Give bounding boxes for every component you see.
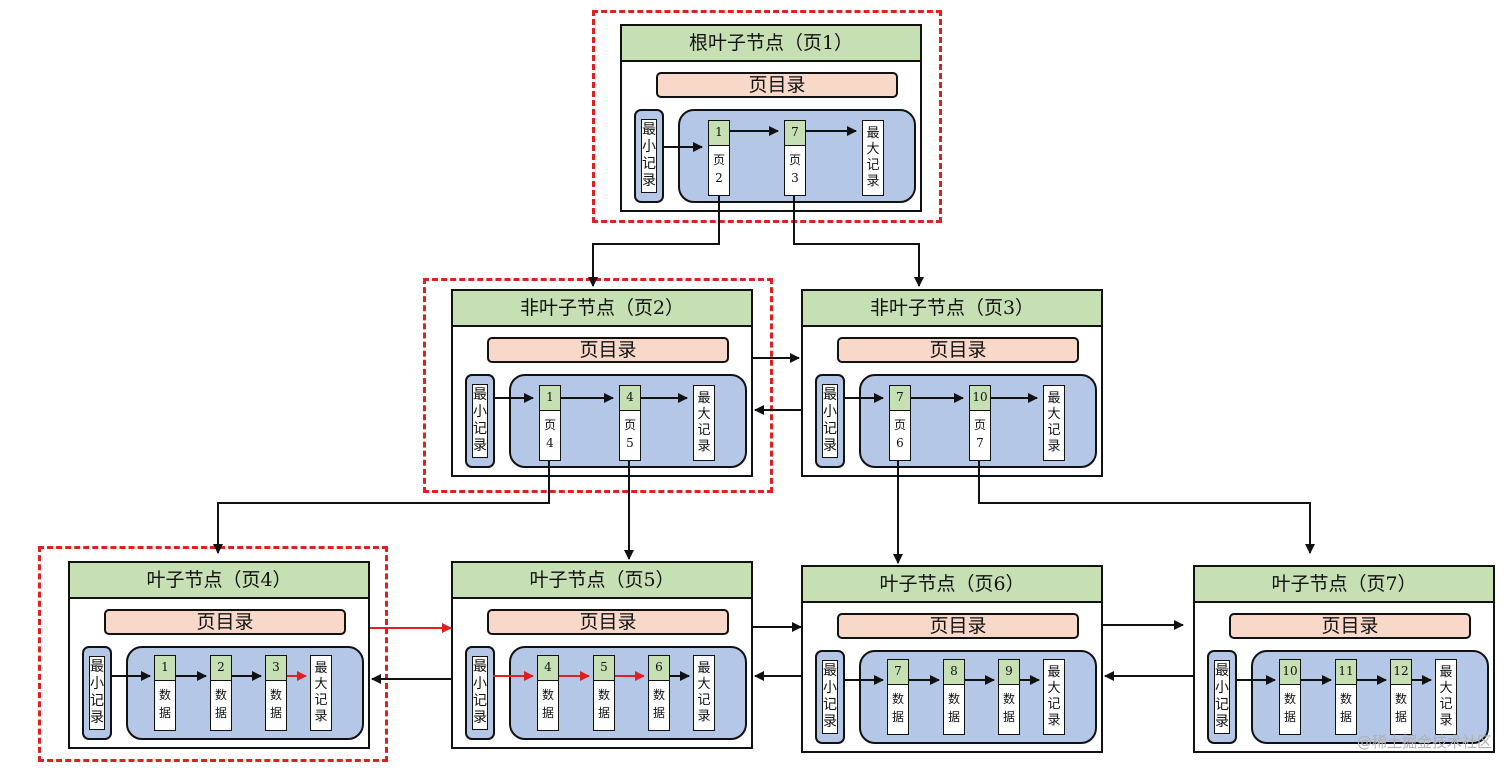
min-record: 最小记录 <box>815 650 845 744</box>
page-5: 叶子节点（页5） 页目录 最小记录 4 数据 5 数据 6 数据 最大记录 <box>451 561 753 749</box>
min-record: 最小记录 <box>815 374 845 468</box>
child-pointer-arrow <box>213 460 550 554</box>
data-record: 2 数据 <box>210 655 232 731</box>
data-record: 4 数据 <box>537 655 559 731</box>
max-record: 最大记录 <box>862 120 884 196</box>
max-record: 最大记录 <box>310 655 332 731</box>
data-record: 12 数据 <box>1390 659 1412 735</box>
data-record: 11 数据 <box>1335 659 1357 735</box>
max-record: 最大记录 <box>693 655 715 731</box>
page-6: 叶子节点（页6） 页目录 最小记录 7 数据 8 数据 9 数据 最大记录 <box>801 565 1103 753</box>
page-directory: 页目录 <box>487 337 729 363</box>
data-record: 3 数据 <box>265 655 287 731</box>
min-record: 最小记录 <box>465 374 495 468</box>
data-record: 9 数据 <box>998 659 1020 735</box>
max-record: 最大记录 <box>1435 659 1457 735</box>
data-record: 1 数据 <box>154 655 176 731</box>
page-directory: 页目录 <box>837 613 1079 639</box>
data-record: 8 数据 <box>943 659 965 735</box>
data-record: 10 数据 <box>1279 659 1301 735</box>
page-directory: 页目录 <box>487 609 729 635</box>
page-title: 叶子节点（页6） <box>803 567 1101 603</box>
page-directory: 页目录 <box>1229 613 1471 639</box>
page-directory: 页目录 <box>104 609 346 635</box>
page-title: 叶子节点（页7） <box>1195 567 1493 603</box>
max-record: 最大记录 <box>693 385 715 461</box>
page-title: 非叶子节点（页2） <box>453 291 751 327</box>
page-title: 非叶子节点（页3） <box>803 291 1101 327</box>
page-7: 叶子节点（页7） 页目录 最小记录 10 数据 11 数据 12 数据 最大记录 <box>1193 565 1495 753</box>
page-directory: 页目录 <box>837 337 1079 363</box>
min-record: 最小记录 <box>465 646 495 740</box>
page-4: 叶子节点（页4） 页目录 最小记录 1 数据 2 数据 3 数据 最大记录 <box>68 561 370 749</box>
highlight-box-page2 <box>423 278 773 493</box>
highlight-box-root <box>592 10 942 223</box>
page-title: 叶子节点（页5） <box>453 563 751 599</box>
data-record: 7 数据 <box>887 659 909 735</box>
data-record: 5 数据 <box>593 655 615 731</box>
child-pointer-arrow <box>978 460 1315 554</box>
page-title: 根叶子节点（页1） <box>622 26 920 62</box>
child-pointer-arrow <box>793 195 924 287</box>
page-title: 叶子节点（页4） <box>70 563 368 599</box>
min-record: 最小记录 <box>1207 650 1237 744</box>
data-record: 6 数据 <box>648 655 670 731</box>
max-record: 最大记录 <box>1043 659 1065 735</box>
min-record: 最小记录 <box>634 109 664 203</box>
child-pointer-arrow <box>588 195 720 287</box>
max-record: 最大记录 <box>1043 385 1065 461</box>
page-directory: 页目录 <box>656 72 898 98</box>
watermark: @稀土掘金技术社区 <box>1356 733 1492 751</box>
min-record: 最小记录 <box>82 646 112 740</box>
